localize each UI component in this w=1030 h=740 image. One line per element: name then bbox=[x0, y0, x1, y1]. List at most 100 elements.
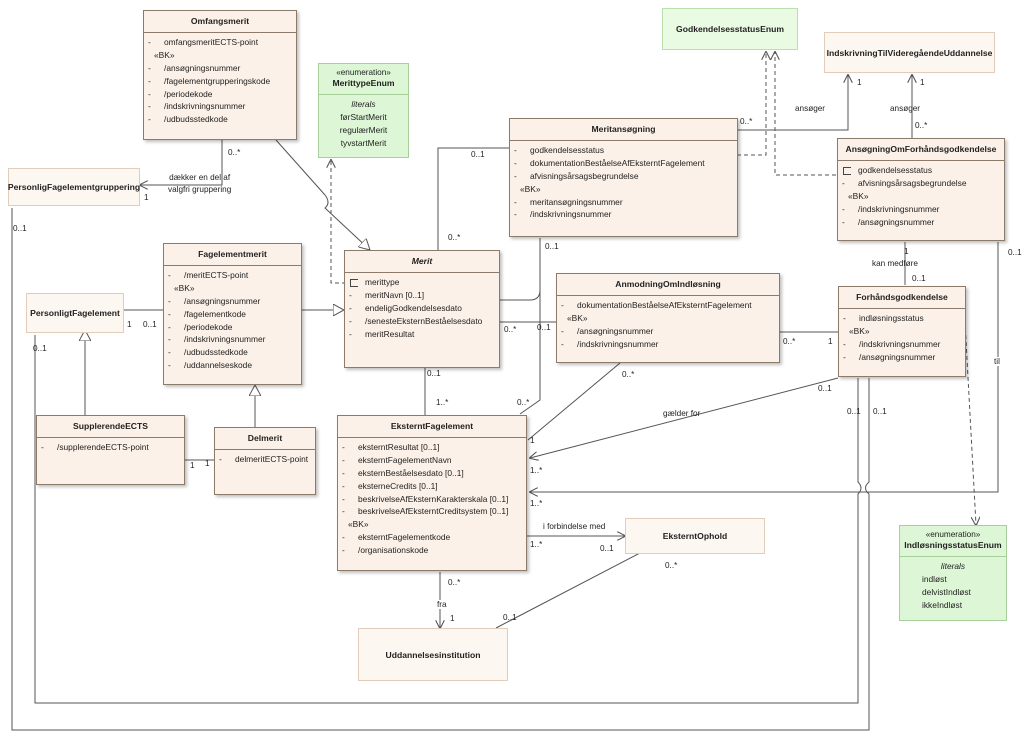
attribute-row: -delmeritECTS-point bbox=[219, 454, 309, 464]
multiplicity: 1 bbox=[857, 78, 862, 87]
key-row: -/indskrivningsnummer bbox=[168, 334, 266, 345]
class-title: GodkendelsesstatusEnum bbox=[676, 24, 784, 34]
multiplicity: 0..1 bbox=[143, 320, 157, 329]
multiplicity: 0..1 bbox=[471, 150, 485, 159]
enum-merittype[interactable]: «enumeration» MerittypeEnum literals før… bbox=[318, 63, 409, 158]
literal-item: delvistIndløst bbox=[922, 586, 971, 597]
attribute-row: -meritResultat bbox=[349, 328, 415, 339]
class-merit[interactable]: Merit merittype -meritNavn [0..1] -endel… bbox=[344, 250, 500, 368]
bk-stereotype: «BK» bbox=[520, 183, 541, 194]
class-forhaandsgodkendelse[interactable]: Forhåndsgodkendelse -indløsningsstatus «… bbox=[838, 286, 966, 377]
key-row: -eksterntFagelementkode bbox=[342, 532, 451, 543]
anmodning-to-eksterntfagelement bbox=[527, 362, 621, 441]
multiplicity: 0..1 bbox=[873, 407, 887, 416]
attribute-row: -beskrivelseAfEksternKarakterskala [0..1… bbox=[342, 493, 509, 504]
key-row: -/indskrivningsnummer bbox=[842, 203, 940, 214]
multiplicity: 1 bbox=[904, 247, 909, 256]
class-personlig-fagelementgruppering[interactable]: PersonligFagelementgruppering bbox=[8, 168, 140, 206]
class-supplerende-ects[interactable]: SupplerendeECTS -/supplerendeECTS-point bbox=[36, 415, 185, 485]
attribute-row: -eksterntFagelementNavn bbox=[342, 454, 452, 465]
class-title: Delmerit bbox=[247, 433, 283, 443]
multiplicity: 0..1 bbox=[13, 224, 27, 233]
attribute-row: -afvisningsårsagsbegrundelse bbox=[514, 170, 639, 181]
key-row: -/indskrivningsnummer bbox=[148, 101, 246, 112]
class-title: Fagelementmerit bbox=[198, 249, 267, 259]
forhaandsgodkendelse-outer bbox=[11, 208, 870, 731]
label-til: til bbox=[994, 357, 1000, 366]
multiplicity: 0..1 bbox=[545, 242, 559, 251]
class-meritansoegning[interactable]: Meritansøgning -godkendelsesstatus -doku… bbox=[509, 118, 738, 237]
bk-stereotype: «BK» bbox=[848, 190, 869, 201]
key-row: -/periodekode bbox=[148, 88, 213, 99]
forhaandsgodkendelse-to-eksterntfagelement bbox=[530, 377, 839, 458]
multiplicity: 1 bbox=[205, 459, 210, 468]
class-personligt-fagelement[interactable]: PersonligtFagelement bbox=[26, 293, 124, 333]
key-row: -/indskrivningsnummer bbox=[514, 209, 612, 220]
key-row: -/udbudsstedkode bbox=[148, 114, 228, 125]
multiplicity: 0..1 bbox=[503, 613, 517, 622]
class-title: AnsøgningOmForhåndsgodkendelse bbox=[845, 144, 997, 154]
key-row: -/ansøgningsnummer bbox=[842, 216, 935, 227]
multiplicity: 0..1 bbox=[33, 344, 47, 353]
key-icon bbox=[350, 279, 358, 287]
attribute-row: -meritNavn [0..1] bbox=[349, 289, 425, 300]
class-title: Merit bbox=[411, 256, 433, 266]
attribute-row: -eksternBeståelsesdato [0..1] bbox=[342, 467, 464, 478]
literal-item: førStartMerit bbox=[340, 111, 387, 122]
attribute-row: -eksterntResultat [0..1] bbox=[342, 442, 440, 452]
attribute-row: -dokumentationBeståelseAfEksterntFagelem… bbox=[514, 157, 705, 168]
multiplicity: 0..* bbox=[504, 325, 517, 334]
multiplicity: 0..1 bbox=[912, 274, 926, 283]
class-anmodning-om-indloesning[interactable]: AnmodningOmIndløsning -dokumentationBest… bbox=[556, 273, 780, 363]
key-row: -/udbudsstedkode bbox=[168, 347, 248, 358]
class-indskrivning[interactable]: IndskrivningTilVideregåendeUddannelse bbox=[824, 32, 995, 73]
multiplicity: 0..1 bbox=[600, 544, 614, 553]
attribute-row: -eksterneCredits [0..1] bbox=[342, 480, 438, 491]
key-row: -meritansøgningsnummer bbox=[514, 196, 623, 207]
class-eksternt-ophold[interactable]: EksterntOphold bbox=[625, 518, 765, 554]
attribute-row: -/meritECTS-point bbox=[168, 270, 249, 280]
multiplicity: 1 bbox=[920, 78, 925, 87]
attribute-row: -afvisningsårsagsbegrundelse bbox=[842, 177, 967, 188]
enum-indloesningsstatus[interactable]: «enumeration» IndløsningsstatusEnum lite… bbox=[899, 525, 1007, 621]
label-kan-medfoere: kan medføre bbox=[872, 259, 918, 268]
key-row: -/fagelementgrupperingskode bbox=[148, 75, 271, 86]
multiplicity: 1..* bbox=[530, 540, 543, 549]
meritansoegning-to-godkendelsesstatus bbox=[730, 52, 766, 156]
multiplicity: 1 bbox=[190, 461, 195, 470]
merit-ansoegning-link bbox=[500, 289, 541, 301]
eksterntophold-to-uddannelsesinstitution bbox=[495, 552, 641, 629]
multiplicity: 1 bbox=[144, 193, 149, 202]
multiplicity: 0..1 bbox=[847, 407, 861, 416]
multiplicity: 0..* bbox=[915, 121, 928, 130]
key-row: -/uddannelseskode bbox=[168, 360, 252, 371]
class-delmerit[interactable]: Delmerit -delmeritECTS-point bbox=[214, 427, 316, 495]
attribute-row: -dokumentationBeståelseAfEksterntFagelem… bbox=[561, 300, 752, 310]
class-title: PersonligFagelementgruppering bbox=[7, 182, 141, 192]
class-uddannelsesinstitution[interactable]: Uddannelsesinstitution bbox=[358, 628, 508, 681]
enum-godkendelsesstatus[interactable]: GodkendelsesstatusEnum bbox=[662, 8, 798, 50]
key-row: -/ansøgningsnummer bbox=[843, 351, 936, 362]
class-title: Uddannelsesinstitution bbox=[385, 649, 481, 660]
class-fagelementmerit[interactable]: Fagelementmerit -/meritECTS-point «BK» -… bbox=[163, 243, 302, 385]
class-eksternt-fagelement[interactable]: EksterntFagelement -eksterntResultat [0.… bbox=[337, 415, 527, 571]
key-icon bbox=[843, 167, 851, 175]
attribute-row: merittype bbox=[349, 276, 495, 289]
bk-stereotype: «BK» bbox=[348, 519, 369, 530]
attribute-row: -endeligGodkendelsesdato bbox=[349, 302, 462, 313]
multiplicity: 1..* bbox=[530, 466, 543, 475]
class-ansoegning-om-forhaandsgodkendelse[interactable]: AnsøgningOmForhåndsgodkendelse godkendel… bbox=[837, 138, 1005, 241]
class-title: IndskrivningTilVideregåendeUddannelse bbox=[826, 47, 993, 58]
attribute-row: -godkendelsesstatus bbox=[514, 145, 605, 155]
class-title: SupplerendeECTS bbox=[73, 421, 148, 431]
class-title: EksterntFagelement bbox=[390, 421, 474, 431]
label-ansoeger-2: ansøger bbox=[890, 104, 921, 113]
multiplicity: 1 bbox=[530, 436, 535, 445]
literal-item: indløst bbox=[922, 573, 947, 584]
multiplicity: 0..* bbox=[448, 578, 461, 587]
multiplicity: 0..* bbox=[448, 233, 461, 242]
class-omfangsmerit[interactable]: Omfangsmerit -omfangsmeritECTS-point «BK… bbox=[143, 10, 297, 140]
bk-stereotype: «BK» bbox=[567, 312, 588, 323]
attribute-row: -omfangsmeritECTS-point bbox=[148, 37, 259, 47]
